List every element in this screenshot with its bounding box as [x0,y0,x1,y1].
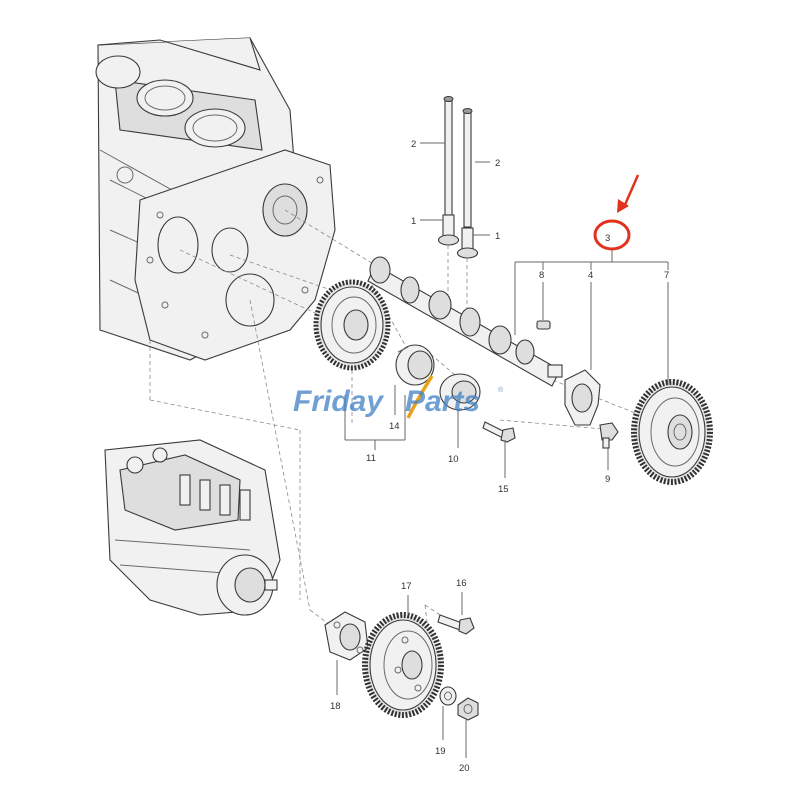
pump-gear [362,612,444,718]
highlight-marker [593,174,640,251]
tappet-left [437,214,460,246]
idler-shaft [439,373,481,411]
bolt-15 [482,421,516,443]
group-bracket [514,250,669,385]
push-rod-right [462,108,473,228]
callout-2a: 2 [411,139,416,150]
tappet-right [456,227,479,259]
thrust-plate [564,369,601,426]
nut [457,697,479,721]
highlight-arrow [622,174,640,208]
watermark-registered: ® [498,386,504,394]
callout-18: 18 [330,701,341,712]
push-rod-left [443,96,454,216]
callout-leaders [336,142,609,758]
callout-16: 16 [456,578,467,589]
watermark-logo: Friday Parts ® [293,375,504,419]
callout-2b: 2 [495,158,500,169]
callout-4: 4 [588,270,593,281]
callout-7: 7 [664,270,669,281]
pump-drive-hub [324,611,369,661]
callout-1b: 1 [495,231,500,242]
callout-20: 20 [459,763,470,774]
callout-8: 8 [539,270,544,281]
callout-1a: 1 [411,216,416,227]
callout-14: 14 [389,421,400,432]
idler-gear-left [313,279,391,371]
callout-11: 11 [366,453,376,464]
front-plate [134,149,336,361]
bushing [395,344,435,386]
watermark-swoosh-icon [406,375,434,419]
callout-9: 9 [605,474,610,485]
bolt-9 [599,422,619,449]
group-bracket-11 [344,385,406,450]
camshaft [367,256,563,387]
callout-15: 15 [498,484,509,495]
callout-10: 10 [448,454,459,465]
woodruff-key [536,320,551,330]
cam-gear [631,379,713,485]
callout-19: 19 [435,746,446,757]
highlight-circle [593,219,631,251]
injection-pump [104,439,281,616]
washer [439,686,457,706]
callout-3: 3 [605,233,610,244]
watermark-text-parts: Parts [405,385,480,418]
arrowhead-icon [617,199,629,213]
bolt-16 [437,614,475,635]
callout-17: 17 [401,581,412,592]
watermark-text-friday: Friday [293,385,384,418]
